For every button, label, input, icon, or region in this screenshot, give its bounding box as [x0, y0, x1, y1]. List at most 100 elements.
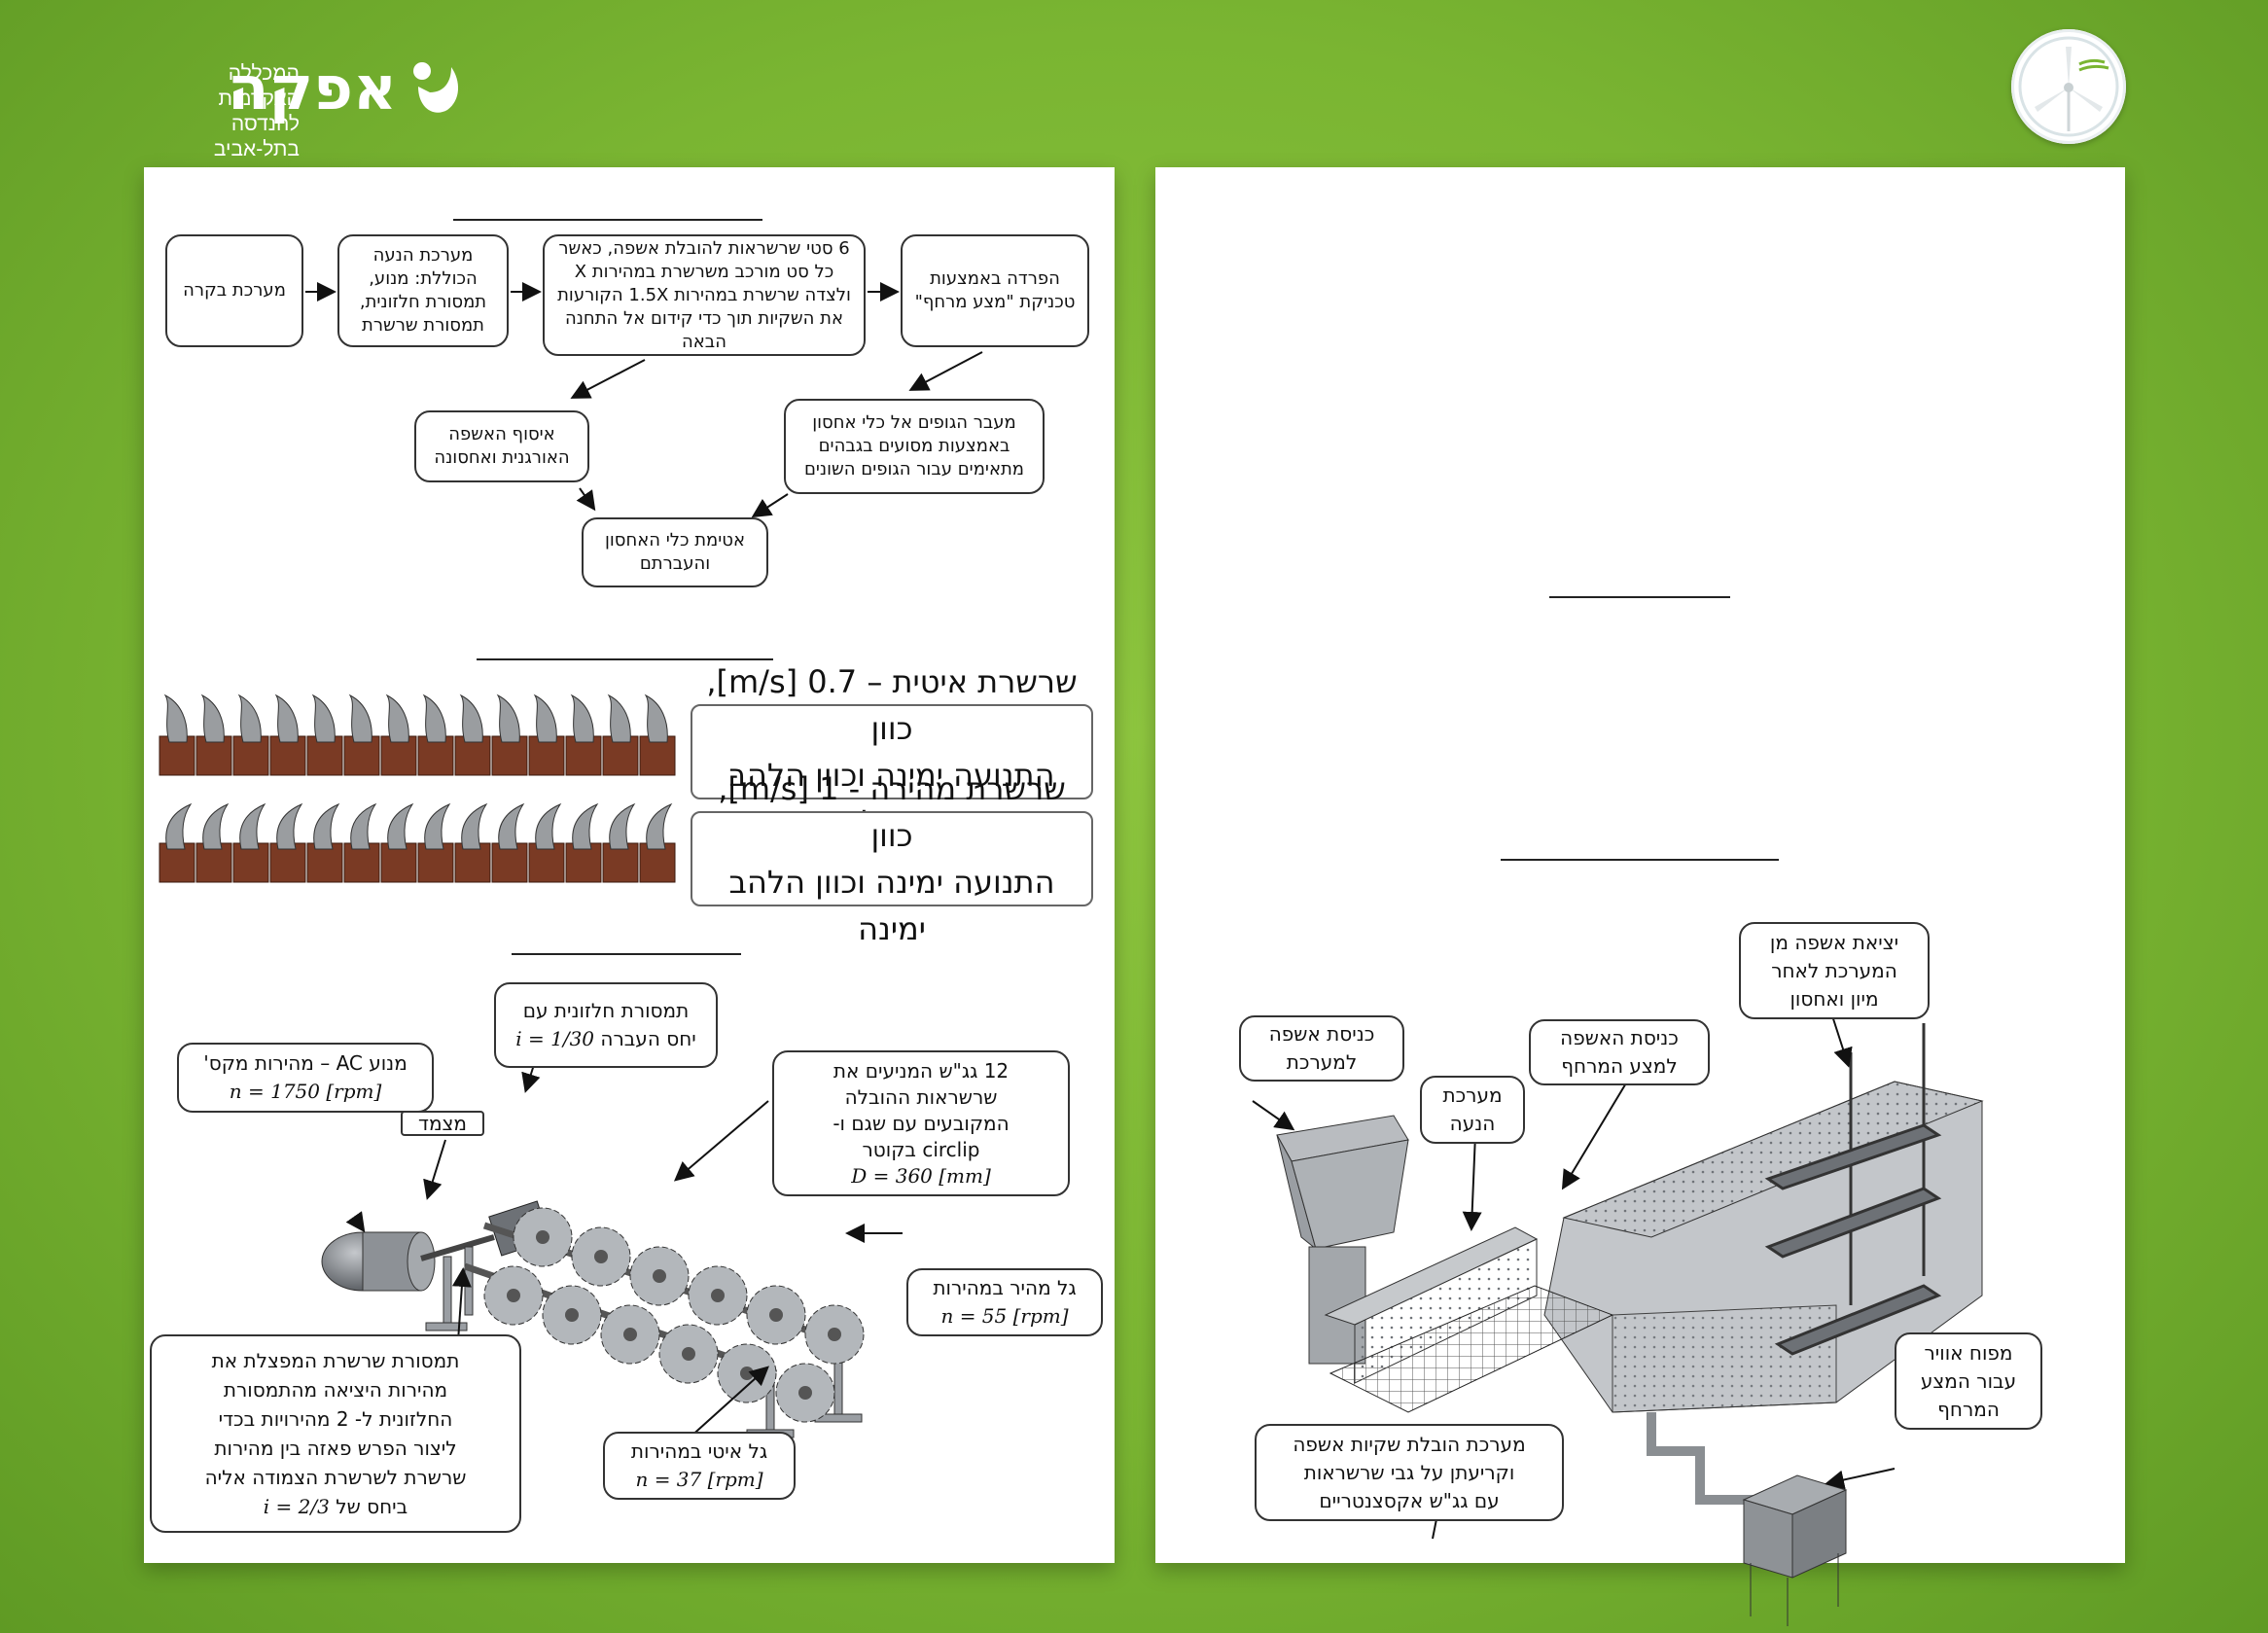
chain-link [269, 735, 306, 776]
left-poster-page: מערכת בקרה מערכת הנעה הכוללת: מנוע, תמסו… [144, 167, 1115, 1563]
chain-blade [644, 693, 668, 743]
section-heading-underline [477, 658, 773, 660]
chain-blade [459, 693, 483, 743]
chain-blade [348, 693, 372, 743]
chain-blade [607, 693, 631, 743]
sprocket-hub [769, 1308, 783, 1322]
ac-motor [321, 1231, 436, 1292]
chain-link [602, 735, 639, 776]
chain-blade [165, 802, 193, 850]
afeka-logo: המכללה האקדמית להנדסה בתל-אביב אפקה [144, 53, 465, 160]
chain-link [602, 842, 639, 883]
chain-link [491, 735, 528, 776]
chain-blade [570, 693, 594, 743]
fast-chain-illustration [159, 802, 676, 883]
section-heading-underline [1549, 596, 1730, 598]
chain-link [159, 842, 195, 883]
slow-chain-illustration [159, 693, 676, 776]
slow-shaft-callout: גל איטי במהירות n = 37 [rpm] [603, 1432, 796, 1500]
sprocket-hub [623, 1328, 637, 1341]
chain-link [639, 735, 676, 776]
sprocket-hub [798, 1386, 812, 1400]
sprocket-hub [682, 1347, 695, 1361]
sprockets-callout: 12 גג"ש המניעים את שרשראות ההובלה המקובע… [772, 1050, 1070, 1196]
chain-link [639, 842, 676, 883]
chain-link [232, 735, 269, 776]
motor-callout: מנוע AC – מהירות מקס' n = 1750 [rpm] [177, 1043, 434, 1113]
sprocket-hub [507, 1289, 520, 1302]
chain-link [565, 842, 602, 883]
chain-link [159, 735, 195, 776]
fast-shaft-callout: גל מהיר במהירות n = 55 [rpm] [906, 1268, 1103, 1336]
system-assembly-drawing [1252, 1003, 1984, 1626]
flow-arrows [305, 282, 983, 518]
section-heading-underline [1501, 859, 1779, 861]
chain-blade [237, 693, 262, 743]
section-heading-underline [453, 219, 762, 221]
floating-bed-tank [1543, 1081, 1984, 1413]
sprocket-gears [483, 1207, 865, 1423]
chain-blade [350, 802, 377, 850]
chain-link [306, 842, 343, 883]
chain-link [306, 735, 343, 776]
chain-blade [239, 802, 266, 850]
chain-link [528, 735, 565, 776]
chain-blade [422, 693, 446, 743]
logo-wordmark: אפקה [227, 53, 397, 124]
air-pipes [1647, 1412, 1778, 1505]
flow-node-floating-bed: הפרדה באמצעות טכניקת "מצע מרחף" [901, 234, 1089, 347]
chain-blade [200, 693, 225, 743]
chain-blade [533, 693, 557, 743]
chain-blade [461, 802, 488, 850]
chain-blade [163, 693, 188, 743]
chain-drive-callout: תמסורת שרשרת המפצלת את מהירות היציאה מהת… [150, 1334, 521, 1533]
chain-blade [572, 802, 599, 850]
chain-blade [535, 802, 562, 850]
chain-blade [311, 693, 336, 743]
sprocket-hub [828, 1328, 841, 1341]
flow-node-chain-sets: 6 סטי שרשראות להובלת אשפה, כאשר כל סט מו… [543, 234, 866, 356]
logo-subtitle: המכללה האקדמית להנדסה בתל-אביב [144, 61, 300, 162]
chain-link [417, 842, 454, 883]
chain-blade [385, 693, 409, 743]
leaf-icon [413, 62, 459, 113]
chain-blade [609, 802, 636, 850]
flow-node-storage-transfer: מעבר הגופים אל כלי אחסון באמצעות מסועים … [784, 399, 1045, 494]
sprocket-hub [594, 1250, 608, 1263]
chain-conveyor [1329, 1285, 1614, 1413]
logo-sub-line1: המכללה האקדמית [218, 62, 300, 110]
chain-link [491, 842, 528, 883]
sprocket-hub [653, 1269, 666, 1283]
chain-link [380, 842, 417, 883]
sprocket-hub [565, 1308, 579, 1322]
chain-link [417, 735, 454, 776]
chain-blade [276, 802, 303, 850]
chain-blade [646, 802, 673, 850]
chain-link [343, 842, 380, 883]
chain-blade [498, 802, 525, 850]
section-heading-underline [512, 953, 741, 955]
chain-link [380, 735, 417, 776]
logo-sub-line2: להנדסה בתל-אביב [213, 113, 300, 160]
flow-node-sealing: אטימת כלי האחסון והעברתם [582, 517, 768, 587]
sprocket-hub [711, 1289, 725, 1302]
coupling-callout: מצמד [401, 1111, 484, 1136]
chain-link [454, 842, 491, 883]
worm-gear-callout: תמסורת חלזונית עם יחס העברה i = 1/30 [494, 982, 718, 1068]
air-blower [1742, 1474, 1848, 1626]
chain-blade [274, 693, 299, 743]
chain-blade [202, 802, 230, 850]
chain-link [195, 842, 232, 883]
drive-assembly-drawing [321, 1051, 903, 1457]
chain-link [528, 842, 565, 883]
chain-blade [313, 802, 340, 850]
chain-link [454, 735, 491, 776]
